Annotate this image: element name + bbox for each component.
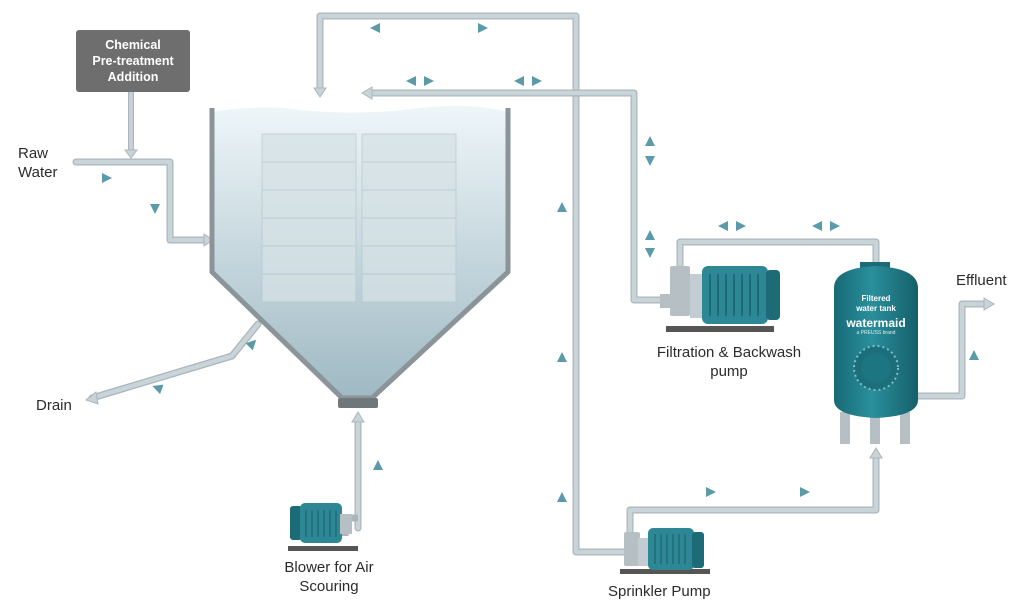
tank-brand: watermaid bbox=[846, 316, 906, 330]
flow-arrow-icon bbox=[557, 202, 567, 212]
blower-pump bbox=[288, 503, 358, 551]
flow-arrow-icon bbox=[812, 221, 822, 231]
drain-label: Drain bbox=[36, 397, 72, 414]
flow-arrow-icon bbox=[800, 487, 810, 497]
flow-arrow-icon bbox=[645, 156, 655, 166]
flow-arrow-icon bbox=[514, 76, 524, 86]
flow-arrow-icon bbox=[645, 230, 655, 240]
flow-arrow-icon bbox=[532, 76, 542, 86]
flow-arrow-icon bbox=[830, 221, 840, 231]
flow-arrow-icon bbox=[645, 248, 655, 258]
raw-water-label: Raw Water bbox=[18, 144, 57, 182]
chemical-label-line1: Chemical bbox=[105, 38, 161, 52]
flow-arrow-icon bbox=[150, 204, 160, 214]
flow-arrow-icon bbox=[424, 76, 434, 86]
chemical-label-line2: Pre-treatment bbox=[92, 54, 174, 68]
raw-water-line2: Water bbox=[18, 164, 58, 181]
pipe-arrowheads bbox=[84, 86, 995, 459]
flow-arrow-icon bbox=[152, 384, 164, 395]
vessel-outlet bbox=[338, 398, 378, 408]
sprinkler-label: Sprinkler Pump bbox=[608, 583, 711, 600]
filtration-label-line2: pump bbox=[710, 363, 748, 380]
flow-arrow-icon bbox=[736, 221, 746, 231]
effluent-label: Effluent bbox=[956, 272, 1007, 289]
flow-arrow-icon bbox=[718, 221, 728, 231]
filtered-water-tank bbox=[834, 262, 918, 444]
flow-arrows bbox=[102, 23, 979, 502]
flow-arrow-icon bbox=[373, 460, 383, 470]
blower-label: Blower for Air Scouring bbox=[270, 558, 388, 596]
blower-label-line2: Scouring bbox=[299, 578, 359, 595]
tank-label-line2: water tank bbox=[856, 304, 896, 313]
flow-arrow-icon bbox=[370, 23, 380, 33]
sprinkler-pump bbox=[620, 528, 710, 574]
pipes bbox=[72, 12, 990, 556]
raw-water-pipe bbox=[72, 158, 209, 244]
sprinkler-feed-pipe bbox=[626, 451, 880, 540]
tank-brand-sub: a PREUSS brand bbox=[856, 330, 896, 336]
filtration-backwash-pump bbox=[660, 266, 780, 332]
flow-arrow-icon bbox=[406, 76, 416, 86]
filtration-label: Filtration & Backwash pump bbox=[640, 343, 818, 381]
filtered-feed-pipe bbox=[676, 238, 880, 274]
drain-pipe bbox=[88, 320, 262, 402]
flow-arrow-icon bbox=[557, 352, 567, 362]
chemical-pretreatment-box: Chemical Pre-treatment Addition bbox=[76, 30, 190, 92]
blower-label-line1: Blower for Air bbox=[284, 559, 374, 576]
flow-arrow-icon bbox=[102, 173, 112, 183]
tank-label-line1: Filtered bbox=[861, 294, 891, 303]
raw-water-line1: Raw bbox=[18, 145, 49, 162]
filter-media bbox=[261, 133, 457, 303]
flow-arrow-icon bbox=[706, 487, 716, 497]
flow-arrow-icon bbox=[557, 492, 567, 502]
filter-vessel bbox=[209, 105, 511, 408]
flow-arrow-icon bbox=[969, 350, 979, 360]
flow-arrow-icon bbox=[645, 136, 655, 146]
tank-label: Filtered water tank bbox=[846, 294, 906, 314]
filtration-label-line1: Filtration & Backwash bbox=[656, 344, 802, 361]
chemical-label-line3: Addition bbox=[107, 70, 159, 84]
effluent-pipe bbox=[912, 300, 990, 400]
flow-arrow-icon bbox=[478, 23, 488, 33]
